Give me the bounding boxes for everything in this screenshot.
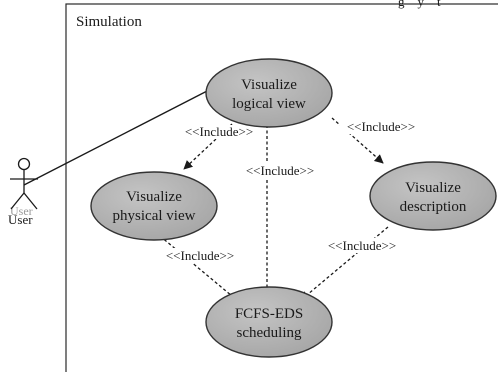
usecase-label-line1: Visualize bbox=[241, 77, 297, 93]
usecase-fcfs-eds-scheduling[interactable]: FCFS-EDS scheduling bbox=[205, 286, 333, 358]
usecase-ellipse bbox=[205, 58, 333, 128]
usecase-ellipse bbox=[205, 286, 333, 358]
usecase-label-line1: Visualize bbox=[126, 189, 182, 205]
include-line-physical-to-scheduling bbox=[159, 235, 239, 302]
include-label-group-4: <<Include>> bbox=[158, 248, 242, 263]
include-label-physical-scheduling: <<Include>> bbox=[166, 248, 234, 263]
usecase-label-line2: description bbox=[400, 199, 467, 215]
system-boundary bbox=[65, 3, 498, 372]
usecase-label-line1: Visualize bbox=[405, 180, 461, 196]
include-label-group-3: <<Include>> bbox=[340, 119, 422, 134]
usecase-visualize-logical-view[interactable]: Visualize logical view bbox=[205, 58, 333, 128]
include-label-logical-physical: <<Include>> bbox=[185, 124, 253, 139]
include-label-group-2: <<Include>> bbox=[236, 163, 324, 178]
usecase-visualize-physical-view[interactable]: Visualize physical view bbox=[90, 171, 218, 241]
actor-head-icon bbox=[17, 157, 31, 171]
include-label-logical-scheduling: <<Include>> bbox=[246, 163, 314, 178]
usecase-label-line2: scheduling bbox=[237, 325, 302, 341]
usecase-label-line2: logical view bbox=[232, 96, 306, 112]
actor-label: User bbox=[8, 212, 33, 227]
include-label-logical-description: <<Include>> bbox=[347, 119, 415, 134]
include-label-group-1: <<Include>> bbox=[178, 124, 260, 139]
actor-label-ghost: User bbox=[10, 204, 33, 218]
system-title-fragment: g y t bbox=[398, 0, 441, 9]
actor-left-leg bbox=[10, 192, 25, 210]
usecase-label-line2: physical view bbox=[113, 208, 196, 224]
include-label-description-scheduling: <<Include>> bbox=[328, 238, 396, 253]
usecase-ellipse bbox=[369, 161, 497, 231]
usecase-ellipse bbox=[90, 171, 218, 241]
actor-right-leg bbox=[23, 192, 38, 210]
actor-user[interactable] bbox=[10, 157, 38, 210]
include-label-group-5: <<Include>> bbox=[320, 238, 404, 253]
usecase-visualize-description[interactable]: Visualize description bbox=[369, 161, 497, 231]
system-name: Simulation bbox=[76, 14, 142, 30]
actor-association-line bbox=[23, 88, 212, 186]
usecase-label-line1: FCFS-EDS bbox=[235, 306, 303, 322]
